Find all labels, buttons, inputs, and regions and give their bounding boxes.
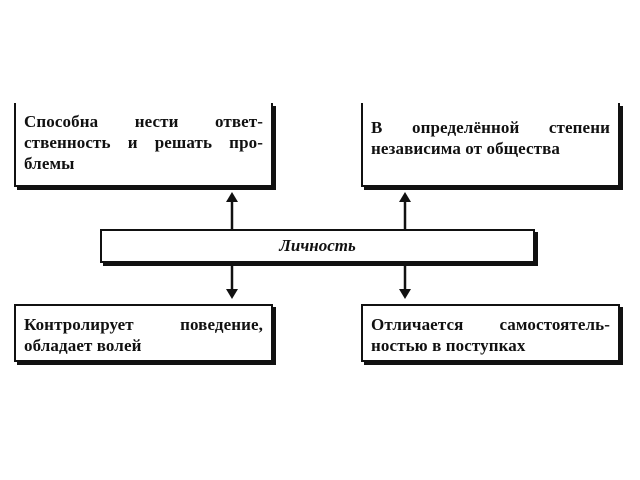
top-right-text: В определённой степени независима от общ… <box>371 117 610 159</box>
text-line: ностью в поступках <box>371 336 526 355</box>
text-line: ственность и решать про- <box>24 133 263 152</box>
text-line: обладает волей <box>24 336 142 355</box>
top-left-box: Способна нести ответ- ственность и решат… <box>14 103 273 187</box>
bottom-left-box: Контролирует поведение, обладает волей <box>14 304 273 362</box>
text-line: Способна нести ответ- <box>24 112 263 131</box>
bottom-left-text: Контролирует поведение, обладает волей <box>24 314 263 356</box>
bottom-right-text: Отличается самостоятель- ностью в поступ… <box>371 314 610 356</box>
text-line: В определённой степени <box>371 118 610 137</box>
center-box: Личность <box>100 229 535 263</box>
text-line: независима от общества <box>371 139 560 158</box>
text-line: Отличается самостоятель- <box>371 315 610 334</box>
text-line: Контролирует поведение, <box>24 315 263 334</box>
bottom-right-box: Отличается самостоятель- ностью в поступ… <box>361 304 620 362</box>
top-right-box: В определённой степени независима от общ… <box>361 103 620 187</box>
text-line: блемы <box>24 154 75 173</box>
top-left-text: Способна нести ответ- ственность и решат… <box>24 111 263 174</box>
center-label: Личность <box>279 236 356 255</box>
